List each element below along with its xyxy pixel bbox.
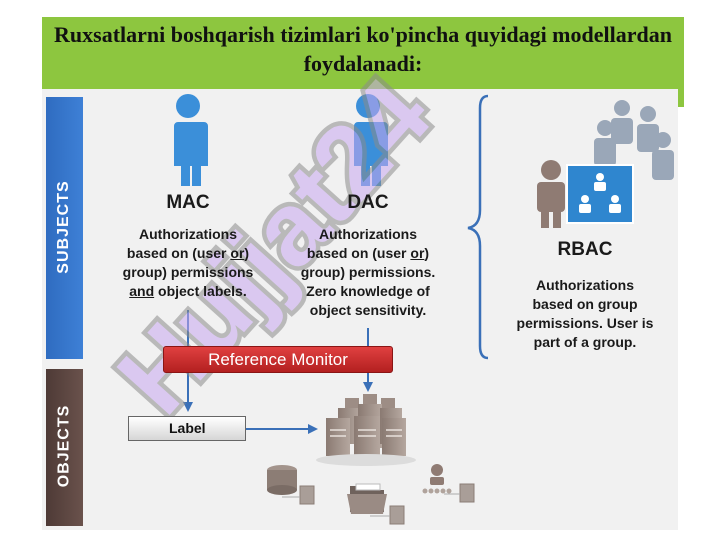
rbac-group-icon (537, 100, 674, 228)
mac-description: Authorizations based on (user or) group)… (122, 226, 254, 299)
dac-heading: DAC (347, 192, 389, 213)
reference-monitor: Reference Monitor (163, 346, 393, 373)
folder-icon (347, 483, 405, 525)
mac-heading: MAC (166, 192, 210, 213)
title-banner-tab (676, 89, 684, 107)
dac-person-icon (352, 94, 388, 186)
subjects-bar: SUBJECTS (46, 97, 83, 359)
rbac-heading: RBAC (557, 239, 613, 260)
org-chart-icon (422, 464, 475, 503)
slide-title: Ruxsatlarni boshqarish tizimlari ko'pinc… (54, 22, 672, 76)
label-box: Label (128, 416, 246, 441)
title-banner (42, 17, 684, 89)
objects-bar: OBJECTS (46, 369, 83, 526)
rbac-description: Authorizations based on group permission… (516, 277, 654, 350)
server-stack-icon (316, 394, 416, 466)
mac-person-icon (172, 94, 208, 186)
group-brace-icon (467, 94, 489, 360)
database-icon (267, 465, 315, 505)
dac-description: Authorizations based on (user or) group)… (300, 226, 436, 318)
